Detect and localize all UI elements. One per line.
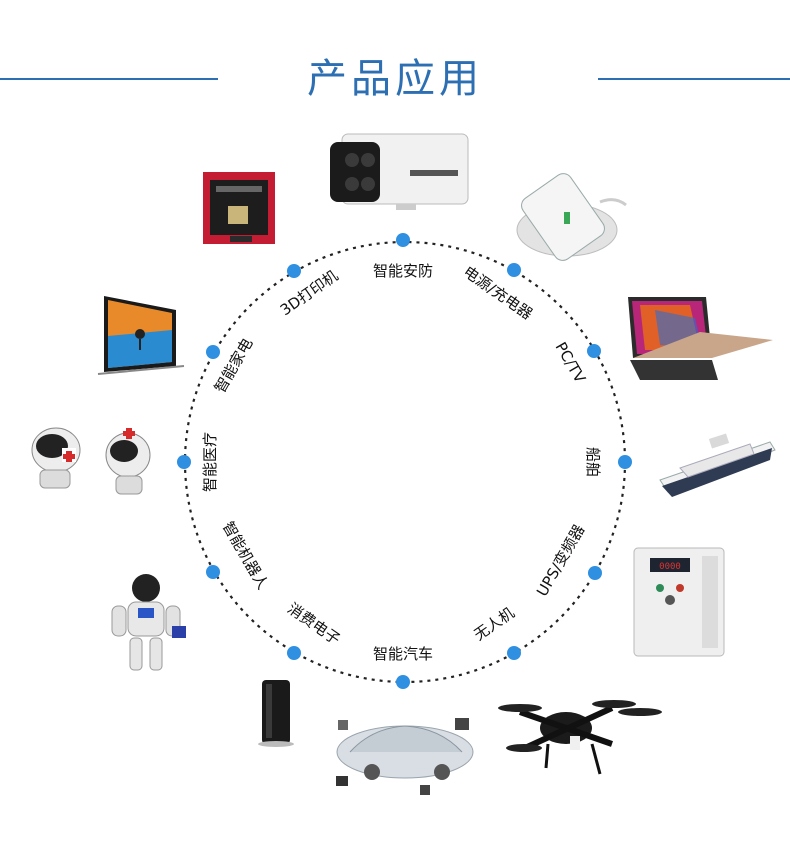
drone-icon: [498, 700, 662, 775]
ring-dot-ups: [588, 566, 602, 580]
ring-dots: [177, 233, 632, 689]
television-icon: [97, 296, 185, 375]
dashed-ring: [183, 240, 627, 684]
label-ups: UPS/变频器: [533, 522, 588, 600]
label-security: 智能安防: [373, 262, 433, 280]
ring-dot-pc: [587, 344, 601, 358]
svg-text:0000: 0000: [659, 562, 681, 572]
frequency-inverter-icon: 0000: [633, 547, 725, 657]
label-3d-printer: 3D打印机: [277, 267, 341, 320]
security-camera-icon: [330, 133, 469, 210]
ring-dot-appliance: [206, 345, 220, 359]
wireless-charger-icon: [516, 173, 627, 261]
3d-printer-icon: [203, 172, 275, 244]
ring-dot-printer: [287, 264, 301, 278]
smart-car-icon: [336, 718, 474, 795]
label-car: 智能汽车: [373, 645, 433, 663]
title-rule-right: [598, 78, 790, 80]
title-rule-left: [0, 78, 218, 80]
ship-icon: [659, 433, 776, 497]
label-robot: 智能机器人: [219, 519, 272, 593]
robot-icon: [111, 574, 186, 671]
ring-dot-medical: [177, 455, 191, 469]
ring-dot-security: [396, 233, 410, 247]
laptop-icon: [628, 297, 773, 380]
label-consumer: 消费电子: [284, 599, 343, 648]
ring-dot-drone: [507, 646, 521, 660]
label-appliance: 智能家电: [211, 335, 257, 396]
label-power: 电源/充电器: [460, 263, 536, 324]
ring-dot-ship: [618, 455, 632, 469]
label-pc-tv: PC/TV: [552, 339, 590, 387]
label-drone: 无人机: [471, 604, 518, 645]
medical-robots-icon: [31, 427, 151, 495]
consumer-electronic-device-icon: [258, 680, 294, 747]
ring-dot-robot: [206, 565, 220, 579]
page-title: 产品应用: [307, 56, 483, 102]
label-ship: 船舶: [584, 447, 602, 477]
ring-dot-consumer: [287, 646, 301, 660]
label-medical: 智能医疗: [201, 432, 219, 492]
ring-dot-power: [507, 263, 521, 277]
ring-dot-car: [396, 675, 410, 689]
